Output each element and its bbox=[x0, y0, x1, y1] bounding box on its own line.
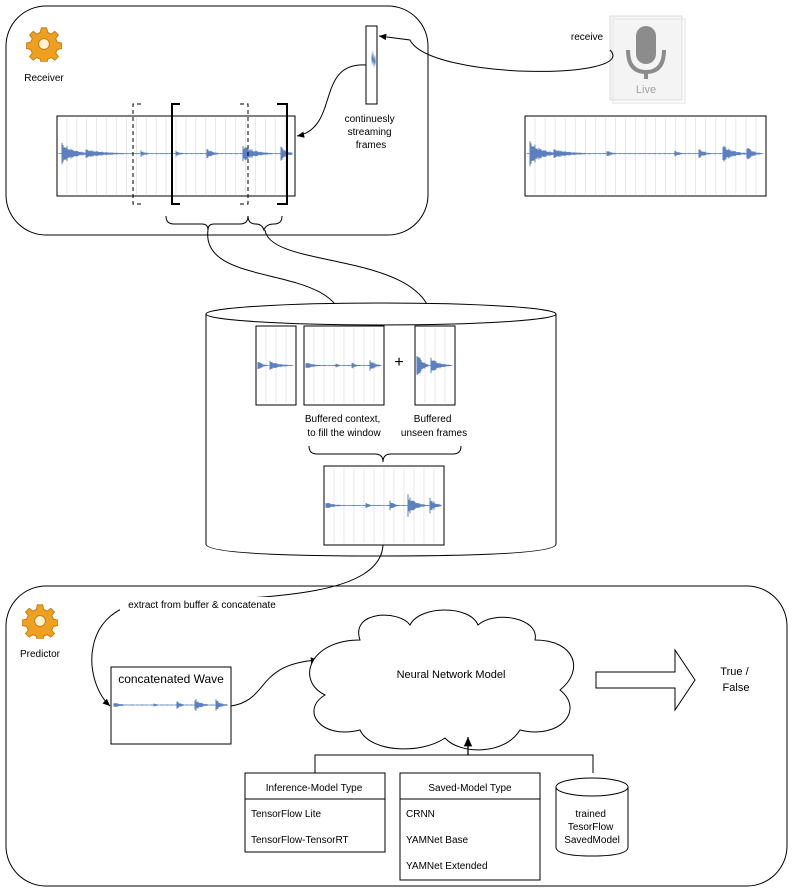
concatenated-wave-title: concatenated Wave bbox=[118, 672, 224, 686]
waveform-trace bbox=[113, 699, 228, 711]
neural-network-cloud bbox=[309, 609, 575, 751]
predictor-container bbox=[5, 585, 788, 887]
live-source[interactable]: Live bbox=[609, 15, 686, 104]
gear-icon bbox=[22, 604, 58, 639]
waveform-trace bbox=[325, 494, 442, 517]
saved-model-item: YAMNet Extended bbox=[406, 861, 488, 872]
stream-to-wave-arrow bbox=[296, 64, 367, 138]
buffer-brace bbox=[308, 445, 462, 463]
inference-model-table: Inference-Model Type TensorFlow Lite Ten… bbox=[244, 772, 386, 853]
saved-model-store bbox=[555, 777, 629, 857]
buffer-window-wave bbox=[323, 465, 445, 546]
receive-label: receive bbox=[571, 32, 604, 43]
wave-to-model-arrow bbox=[230, 657, 319, 707]
output-arrow bbox=[595, 648, 696, 712]
buffered-context-label: Buffered context, to fill the window bbox=[305, 414, 383, 439]
buffered-unseen-label: Buffered unseen frames bbox=[401, 414, 467, 439]
output-label: True / False bbox=[720, 666, 751, 694]
predictor-label: Predictor bbox=[20, 649, 61, 660]
saved-model-table: Saved-Model Type CRNN YAMNet Base YAMNet… bbox=[399, 772, 541, 881]
old-window-bracket bbox=[132, 103, 249, 205]
inference-table-title: Inference-Model Type bbox=[266, 783, 363, 794]
microphone-icon bbox=[626, 26, 666, 79]
config-connector bbox=[314, 754, 594, 773]
waveform-trace bbox=[416, 356, 453, 375]
receiver-label: Receiver bbox=[24, 73, 64, 84]
extract-label-overlay: extract from buffer & concatenate bbox=[128, 600, 276, 611]
saved-model-table-title: Saved-Model Type bbox=[428, 783, 512, 794]
current-window-bracket bbox=[171, 103, 288, 205]
concatenated-waveform bbox=[112, 690, 230, 720]
plus-sign: + bbox=[394, 354, 403, 371]
waveform-trace bbox=[58, 142, 293, 165]
waveform-trace bbox=[305, 360, 382, 371]
saved-model-item: YAMNet Base bbox=[406, 835, 468, 846]
live-waveform bbox=[524, 115, 767, 197]
inference-item: TensorFlow-TensorRT bbox=[251, 835, 349, 846]
neural-network-label: Neural Network Model bbox=[397, 669, 506, 681]
buffered-context-frames bbox=[303, 325, 385, 406]
saved-model-item: CRNN bbox=[406, 809, 435, 820]
unseen-to-buffer-arrow bbox=[264, 229, 436, 326]
unseen-brace bbox=[247, 215, 283, 232]
buffered-old-frames bbox=[255, 325, 297, 406]
saved-model-store-label: trained TesorFlow SavedModel bbox=[564, 809, 620, 846]
live-label: Live bbox=[636, 84, 656, 96]
buffered-unseen-frames bbox=[414, 325, 456, 406]
receiver-waveform bbox=[56, 115, 296, 197]
waveform-trace bbox=[257, 361, 294, 370]
receive-arrow bbox=[378, 33, 614, 72]
gear-icon bbox=[26, 27, 62, 62]
streaming-frame bbox=[365, 25, 378, 105]
waveform-trace bbox=[526, 141, 764, 167]
inference-item: TensorFlow Lite bbox=[251, 809, 321, 820]
streaming-frame-label: continuesly streaming frames bbox=[345, 114, 398, 151]
